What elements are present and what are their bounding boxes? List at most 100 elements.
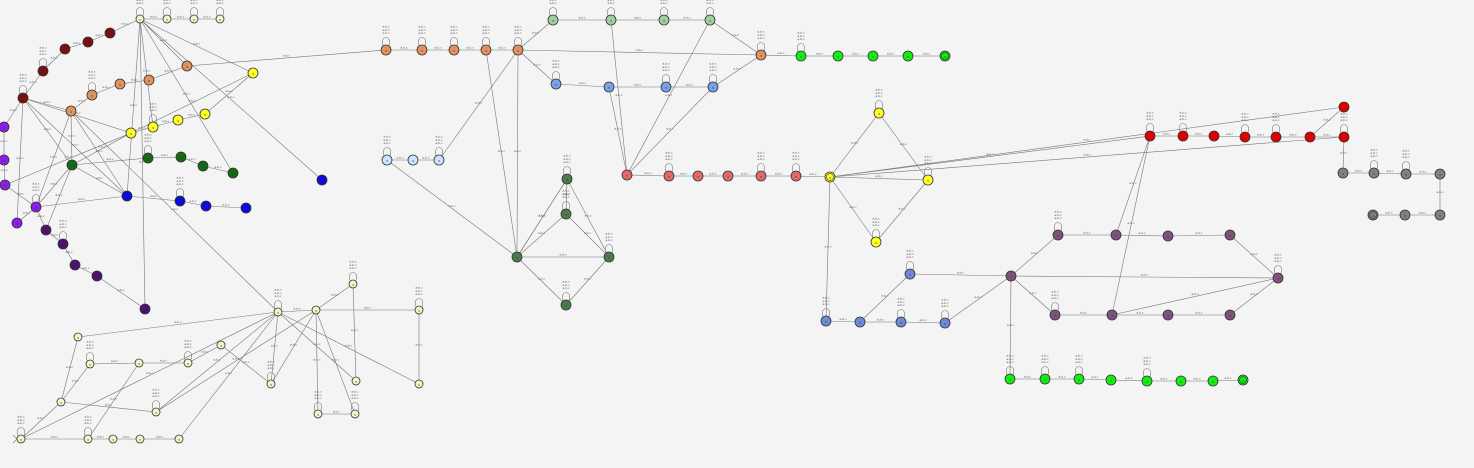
state-node[interactable] — [313, 409, 323, 419]
state-node[interactable] — [1162, 230, 1174, 242]
state-node[interactable] — [414, 379, 424, 389]
state-node[interactable] — [1272, 272, 1284, 284]
state-node[interactable] — [91, 270, 103, 282]
state-node[interactable] — [1105, 374, 1117, 386]
state-node[interactable] — [1224, 309, 1236, 321]
state-node[interactable] — [86, 89, 98, 101]
state-node[interactable] — [480, 44, 492, 56]
state-node[interactable] — [172, 114, 184, 126]
state-node[interactable] — [125, 127, 137, 139]
state-node[interactable] — [663, 170, 675, 182]
state-node[interactable] — [722, 170, 734, 182]
state-node[interactable] — [83, 434, 93, 444]
state-node[interactable] — [895, 316, 907, 328]
state-node[interactable] — [139, 303, 151, 315]
state-node[interactable] — [227, 167, 239, 179]
state-node[interactable] — [707, 81, 719, 93]
state-node[interactable] — [755, 170, 767, 182]
state-node[interactable] — [82, 36, 94, 48]
state-node[interactable] — [512, 44, 524, 56]
state-node[interactable] — [658, 14, 670, 26]
state-node[interactable] — [17, 92, 29, 104]
state-node[interactable] — [351, 376, 361, 386]
state-node[interactable] — [1141, 375, 1153, 387]
state-node[interactable] — [660, 81, 672, 93]
state-node[interactable] — [1434, 209, 1446, 221]
state-node[interactable] — [1224, 229, 1236, 241]
state-node[interactable] — [1338, 101, 1350, 113]
state-node[interactable] — [73, 332, 83, 342]
state-node[interactable] — [904, 268, 916, 280]
state-node[interactable] — [200, 200, 212, 212]
state-node[interactable] — [1110, 229, 1122, 241]
state-node[interactable] — [181, 60, 193, 72]
state-node[interactable] — [795, 50, 807, 62]
state-node[interactable] — [1144, 130, 1156, 142]
state-node[interactable] — [135, 14, 145, 24]
state-node[interactable] — [85, 359, 95, 369]
state-node[interactable] — [348, 279, 358, 289]
state-node[interactable] — [1049, 309, 1061, 321]
state-node[interactable] — [108, 434, 118, 444]
state-node[interactable] — [1337, 167, 1349, 179]
state-node[interactable] — [1207, 375, 1219, 387]
state-node[interactable] — [1004, 373, 1016, 385]
state-node[interactable] — [511, 251, 523, 263]
state-node[interactable] — [1162, 309, 1174, 321]
state-node[interactable] — [1434, 168, 1446, 180]
state-node[interactable] — [59, 43, 71, 55]
state-node[interactable] — [873, 107, 885, 119]
state-node[interactable] — [189, 14, 199, 24]
state-node[interactable] — [56, 397, 66, 407]
state-node[interactable] — [1400, 168, 1412, 180]
state-node[interactable] — [755, 49, 767, 61]
state-node[interactable] — [273, 307, 283, 317]
state-node[interactable] — [1239, 131, 1251, 143]
state-node[interactable] — [603, 251, 615, 263]
state-node[interactable] — [790, 170, 802, 182]
state-node[interactable] — [135, 434, 145, 444]
state-node[interactable] — [57, 238, 69, 250]
state-node[interactable] — [175, 151, 187, 163]
state-node[interactable] — [820, 315, 832, 327]
state-node[interactable] — [605, 14, 617, 26]
state-node[interactable] — [215, 14, 225, 24]
state-node[interactable] — [1073, 373, 1085, 385]
state-node[interactable] — [692, 170, 704, 182]
state-node[interactable] — [350, 409, 360, 419]
state-node[interactable] — [414, 305, 424, 315]
state-node[interactable] — [247, 67, 259, 79]
state-node[interactable] — [870, 236, 882, 248]
state-node[interactable] — [69, 259, 81, 271]
state-node[interactable] — [197, 160, 209, 172]
state-node[interactable] — [416, 44, 428, 56]
state-node[interactable] — [1399, 209, 1411, 221]
state-node[interactable] — [433, 154, 445, 166]
state-node[interactable] — [407, 154, 419, 166]
state-node[interactable] — [561, 173, 573, 185]
state-node[interactable] — [1175, 375, 1187, 387]
state-node[interactable] — [448, 44, 460, 56]
state-node[interactable] — [1338, 131, 1350, 143]
state-node[interactable] — [174, 434, 184, 444]
state-node[interactable] — [381, 154, 393, 166]
state-node[interactable] — [0, 154, 10, 166]
state-node[interactable] — [621, 169, 633, 181]
state-node[interactable] — [266, 379, 276, 389]
state-node[interactable] — [922, 174, 934, 186]
state-node[interactable] — [151, 407, 161, 417]
state-node[interactable] — [939, 317, 951, 329]
state-node[interactable] — [1005, 270, 1017, 282]
state-node[interactable] — [174, 195, 186, 207]
state-node[interactable] — [134, 358, 144, 368]
state-node[interactable] — [30, 201, 42, 213]
state-node[interactable] — [1304, 131, 1316, 143]
state-node[interactable] — [147, 121, 159, 133]
state-node[interactable] — [114, 78, 126, 90]
state-node[interactable] — [560, 208, 572, 220]
state-node[interactable] — [66, 159, 78, 171]
state-node[interactable] — [37, 65, 49, 77]
state-node[interactable] — [867, 50, 879, 62]
state-node[interactable] — [16, 434, 26, 444]
state-node[interactable] — [832, 50, 844, 62]
